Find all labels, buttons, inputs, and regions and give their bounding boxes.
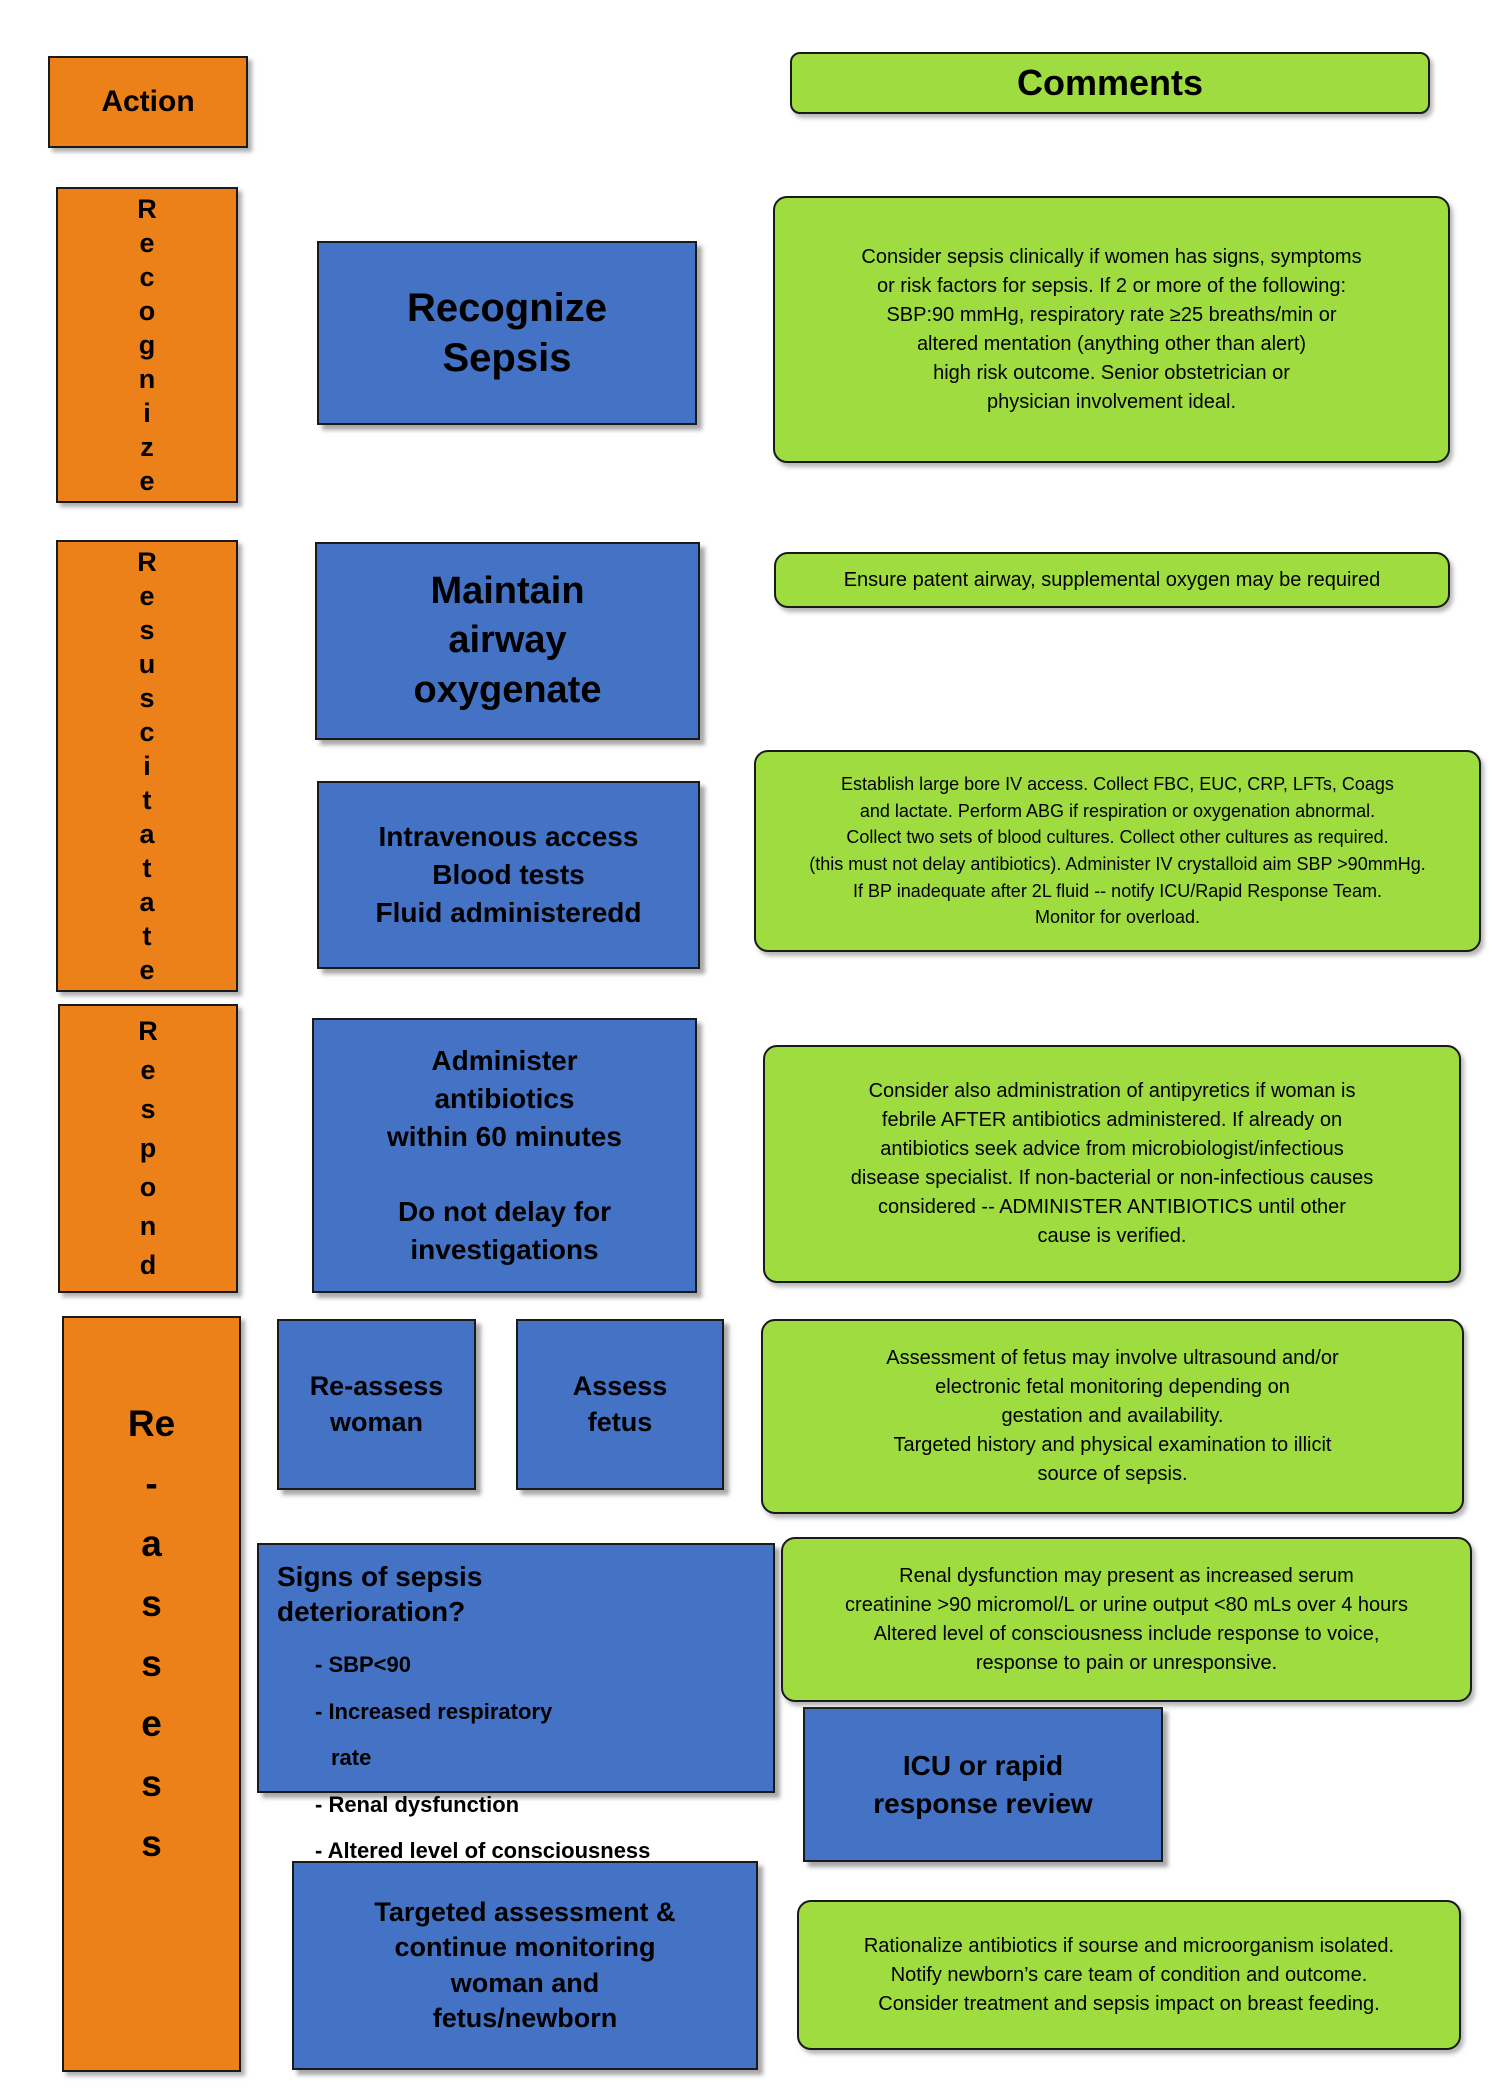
action-box-iv-access: Intravenous access Blood tests Fluid adm…: [317, 781, 700, 969]
signs-item-respiratory: - Increased respiratory: [315, 1698, 553, 1724]
comments-column-header: Comments: [790, 52, 1430, 114]
stage-bar-reassess: Re - a s s e s s: [62, 1316, 241, 2072]
signs-item-rate: rate: [331, 1745, 372, 1771]
comment-recognize-sepsis: Consider sepsis clinically if women has …: [773, 196, 1450, 463]
action-box-targeted-assessment: Targeted assessment & continue monitorin…: [292, 1861, 758, 2070]
action-column-header: Action: [48, 56, 248, 148]
signs-item-list: - SBP<90 - Increased respiratory rate - …: [277, 1629, 650, 1884]
action-box-administer-antibiotics: Administer antibiotics within 60 minutes…: [312, 1018, 697, 1293]
stage-bar-respond: R e s p o n d: [58, 1004, 238, 1293]
stage-bar-recognize: R e c o g n i z e: [56, 187, 238, 503]
signs-item-sbp: - SBP<90: [315, 1652, 411, 1677]
comment-renal-dysfunction: Renal dysfunction may present as increas…: [781, 1537, 1472, 1702]
action-box-signs-of-deterioration: Signs of sepsis deterioration? - SBP<90 …: [257, 1543, 775, 1863]
action-box-recognize-sepsis: Recognize Sepsis: [317, 241, 697, 425]
comment-iv-access-bloods: Establish large bore IV access. Collect …: [754, 750, 1481, 952]
comment-rationalize-antibiotics: Rationalize antibiotics if sourse and mi…: [797, 1900, 1461, 2050]
comment-patent-airway: Ensure patent airway, supplemental oxyge…: [774, 552, 1450, 608]
stage-bar-resuscitate: R e s u s c i t a t a t e: [56, 540, 238, 992]
action-box-reassess-woman: Re-assess woman: [277, 1319, 476, 1490]
comment-antipyretics-antibiotics: Consider also administration of antipyre…: [763, 1045, 1461, 1283]
comment-fetal-assessment: Assessment of fetus may involve ultrasou…: [761, 1319, 1464, 1514]
signs-title: Signs of sepsis deterioration?: [277, 1561, 483, 1627]
signs-item-consciousness: - Altered level of consciousness: [315, 1838, 651, 1864]
action-box-assess-fetus: Assess fetus: [516, 1319, 724, 1490]
signs-item-renal: - Renal dysfunction: [315, 1791, 520, 1817]
action-box-icu-review: ICU or rapid response review: [803, 1707, 1163, 1862]
action-box-maintain-airway: Maintain airway oxygenate: [315, 542, 700, 740]
